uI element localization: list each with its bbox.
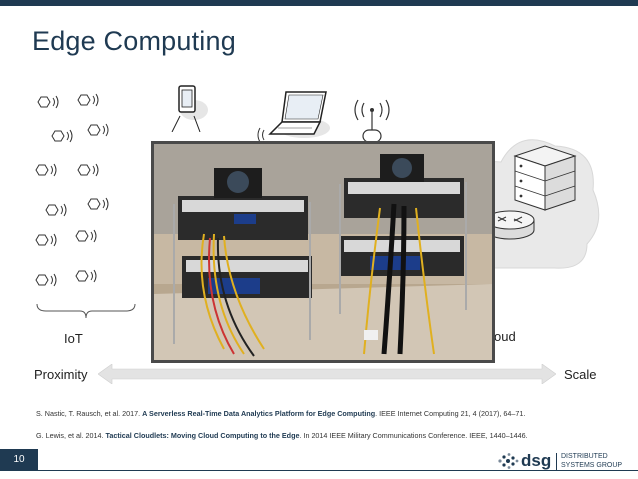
- iot-device-icon: [35, 273, 57, 287]
- board-stack-right: [339, 154, 467, 355]
- reference-1-suffix: . IEEE Internet Computing 21, 4 (2017), …: [375, 409, 526, 418]
- iot-device-cluster: [30, 88, 120, 298]
- iot-device-icon: [77, 163, 99, 177]
- footer-line: [38, 470, 638, 471]
- page-number: 10: [0, 449, 38, 471]
- reference-1: S. Nastic, T. Rausch, et al. 2017. A Ser…: [36, 409, 525, 418]
- tablet-icon: [171, 85, 208, 132]
- board-stack-left: [173, 168, 312, 357]
- wifi-wave-icon: [257, 127, 265, 143]
- iot-device-icon: [87, 197, 109, 211]
- cloud-label: oud: [494, 329, 516, 344]
- logo-line-2: SYSTEMS GROUP: [561, 461, 623, 469]
- reference-2-prefix: G. Lewis, et al. 2014.: [36, 431, 106, 440]
- iot-device-icon: [35, 233, 57, 247]
- iot-device-icon: [87, 123, 109, 137]
- top-bar: [0, 0, 638, 6]
- proximity-label: Proximity: [34, 367, 88, 382]
- proximity-scale-arrow: [98, 364, 556, 384]
- logo-brand: dsg: [521, 451, 552, 470]
- iot-device-icon: [75, 269, 97, 283]
- iot-device-icon: [77, 93, 99, 107]
- wireless-tower-icon: [354, 99, 390, 143]
- server-rack-icon: [513, 145, 577, 211]
- laptop-icon: [268, 91, 330, 138]
- scale-label: Scale: [564, 367, 597, 382]
- iot-device-icon: [51, 129, 73, 143]
- logo-line-1: DISTRIBUTED: [561, 453, 608, 460]
- logo-subtitle: DISTRIBUTED SYSTEMS GROUP: [561, 453, 622, 470]
- reference-1-prefix: S. Nastic, T. Rausch, et al. 2017.: [36, 409, 143, 418]
- reference-2: G. Lewis, et al. 2014. Tactical Cloudlet…: [36, 431, 528, 440]
- slide-title: Edge Computing: [32, 26, 236, 56]
- iot-device-icon: [75, 229, 97, 243]
- iot-label: IoT: [64, 331, 83, 346]
- logo-separator: [556, 453, 557, 470]
- reference-2-title: Tactical Cloudlets: Moving Cloud Computi…: [105, 431, 300, 440]
- iot-device-icon: [37, 95, 59, 109]
- dsg-logo: dsg DISTRIBUTED SYSTEMS GROUP: [497, 450, 625, 472]
- reference-2-suffix: . In 2014 IEEE Military Communications C…: [299, 431, 528, 440]
- router-icon: [485, 210, 535, 240]
- reference-1-title: A Serverless Real-Time Data Analytics Pl…: [142, 409, 376, 418]
- edge-hardware-photo: [151, 141, 495, 363]
- iot-device-icon: [35, 163, 57, 177]
- iot-brace: [36, 303, 136, 319]
- iot-device-icon: [45, 203, 67, 217]
- logo-dots-icon: [498, 453, 519, 469]
